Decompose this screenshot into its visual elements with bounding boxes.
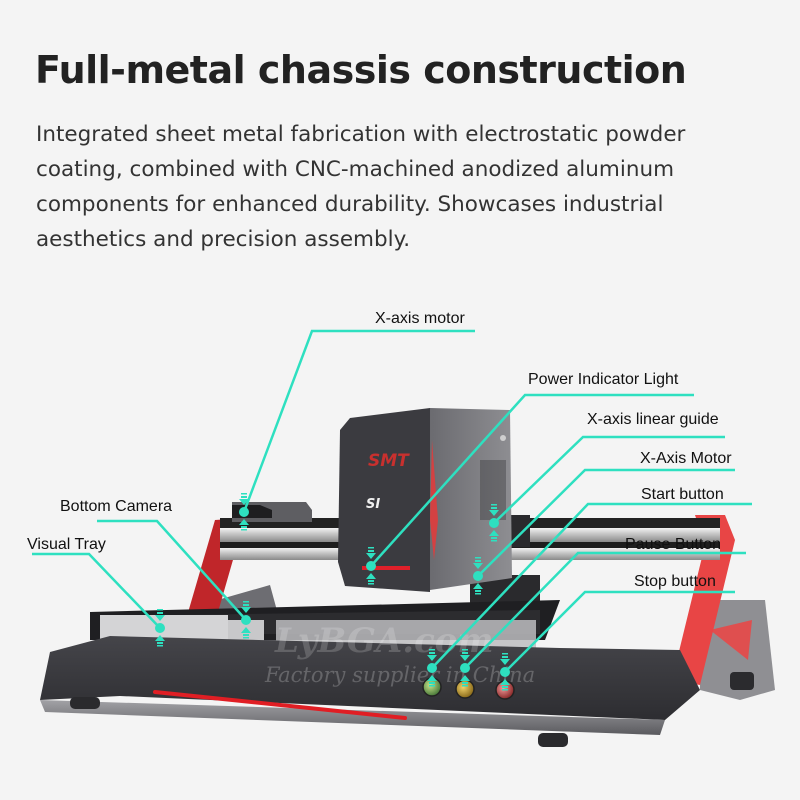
marker-arrow-down-icon bbox=[366, 547, 376, 559]
callout-leader-line bbox=[370, 393, 694, 567]
callout-marker-dot bbox=[473, 571, 483, 581]
callout-leader-line bbox=[242, 329, 475, 513]
callout-label: Pause Button bbox=[625, 536, 721, 553]
marker-arrow-down-icon bbox=[460, 649, 470, 661]
callout-leader-line bbox=[464, 551, 746, 669]
brand-mark: SMT bbox=[368, 451, 410, 471]
callout-leader-line bbox=[477, 468, 735, 577]
page-description: Integrated sheet metal fabrication with … bbox=[36, 122, 686, 252]
callout-marker-dot bbox=[241, 615, 251, 625]
callout-x-axis-motor-left: X-axis motor bbox=[239, 310, 475, 531]
callout-marker-dot bbox=[239, 507, 249, 517]
callout-label: Start button bbox=[641, 486, 724, 503]
callout-marker-dot bbox=[489, 518, 499, 528]
marker-arrow-up-icon bbox=[241, 627, 251, 639]
callout-leader-line bbox=[504, 590, 735, 673]
callout-pause-button: Pause Button bbox=[460, 536, 746, 687]
marker-arrow-down-icon bbox=[155, 609, 165, 621]
base-chassis bbox=[40, 600, 700, 747]
marker-arrow-up-icon bbox=[473, 583, 483, 595]
print-head: SMT SI bbox=[338, 408, 512, 592]
marker-arrow-up-icon bbox=[155, 635, 165, 647]
callout-marker-dot bbox=[366, 561, 376, 571]
callout-label: Bottom Camera bbox=[60, 498, 172, 515]
page-title: Full-metal chassis construction bbox=[35, 48, 687, 92]
marker-arrow-up-icon bbox=[239, 519, 249, 531]
power-indicator-light bbox=[362, 566, 410, 570]
callout-stop-button: Stop button bbox=[500, 573, 735, 691]
marker-arrow-down-icon bbox=[500, 653, 510, 665]
control-buttons bbox=[422, 677, 515, 700]
callout-label: Visual Tray bbox=[27, 536, 106, 553]
callout-bottom-camera: Bottom Camera bbox=[60, 498, 251, 639]
marker-arrow-down-icon bbox=[427, 649, 437, 661]
callout-marker-dot bbox=[155, 623, 165, 633]
watermark-tagline: Factory supplier in China bbox=[264, 663, 535, 687]
marker-arrow-up-icon bbox=[366, 573, 376, 585]
callout-label: Stop button bbox=[634, 573, 716, 590]
callout-x-axis-linear-guide: X-axis linear guide bbox=[489, 411, 725, 542]
callout-start-button: Start button bbox=[427, 486, 752, 687]
marker-arrow-up-icon bbox=[489, 530, 499, 542]
marker-arrow-down-icon bbox=[239, 493, 249, 505]
callout-marker-dot bbox=[500, 667, 510, 677]
callout-label: Power Indicator Light bbox=[528, 371, 679, 388]
marker-arrow-down-icon bbox=[473, 557, 483, 569]
callout-leader-line bbox=[32, 552, 161, 629]
callout-label: X-axis linear guide bbox=[587, 411, 719, 428]
right-side-panel bbox=[700, 600, 775, 700]
callout-leader-line bbox=[97, 519, 247, 621]
callout-marker-dot bbox=[460, 663, 470, 673]
marker-arrow-up-icon bbox=[460, 675, 470, 687]
model-mark: SI bbox=[366, 497, 380, 512]
marker-arrow-up-icon bbox=[427, 675, 437, 687]
callout-label: X-Axis Motor bbox=[640, 450, 732, 467]
marker-arrow-down-icon bbox=[241, 601, 251, 613]
marker-arrow-up-icon bbox=[500, 679, 510, 691]
callout-marker-dot bbox=[427, 663, 437, 673]
callout-visual-tray: Visual Tray bbox=[27, 536, 165, 647]
callout-power-indicator-light: Power Indicator Light bbox=[366, 371, 694, 585]
callout-x-axis-motor-right: X-Axis Motor bbox=[473, 450, 735, 595]
callout-leader-line bbox=[493, 435, 725, 524]
callout-leader-line bbox=[431, 502, 752, 669]
marker-arrow-down-icon bbox=[489, 504, 499, 516]
callout-label: X-axis motor bbox=[375, 310, 465, 327]
